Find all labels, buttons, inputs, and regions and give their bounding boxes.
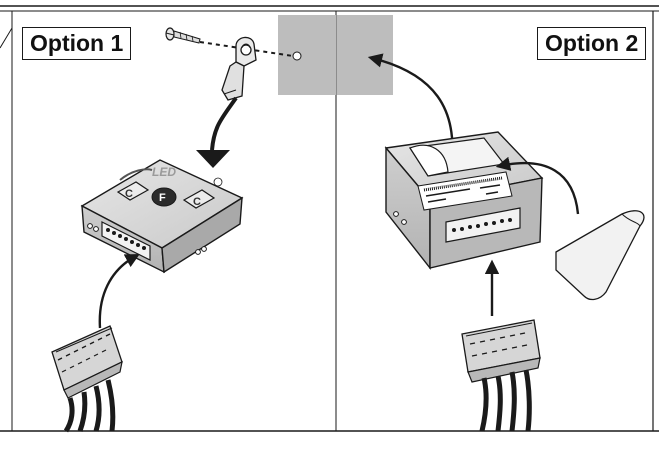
- backing-paper: [555, 210, 645, 301]
- led-control-box: C F C LED: [80, 159, 244, 274]
- screw-icon: [165, 27, 201, 44]
- adhesive-control-box: [384, 131, 544, 271]
- svg-text:C: C: [193, 196, 201, 208]
- peel-arrow-icon: [495, 156, 580, 215]
- mounting-bracket: [221, 36, 257, 101]
- cable-plug: [51, 325, 123, 399]
- connector-port: [101, 221, 151, 261]
- led-label: LED: [152, 165, 176, 179]
- plug-in-arrow-icon: [98, 253, 140, 329]
- frame: [0, 5, 659, 432]
- barcode-label: [417, 171, 513, 211]
- cable-plug: [461, 319, 541, 383]
- led-badge: C F C LED: [116, 165, 223, 209]
- cable-wires: [479, 369, 532, 432]
- wall-mount-plate: [278, 15, 336, 95]
- panel-option-2: [337, 15, 645, 432]
- svg-text:C: C: [125, 188, 133, 200]
- connector-port: [445, 207, 521, 243]
- cable-wires: [63, 379, 116, 433]
- panel-option-1: C F C LED: [51, 15, 336, 433]
- svg-text:F: F: [159, 192, 166, 204]
- wall-plate: [337, 15, 393, 95]
- mounting-hole: [292, 51, 302, 61]
- insert-arrow-icon: [196, 150, 230, 168]
- option-2-label: Option 2: [537, 27, 647, 60]
- option-1-label: Option 1: [22, 27, 132, 60]
